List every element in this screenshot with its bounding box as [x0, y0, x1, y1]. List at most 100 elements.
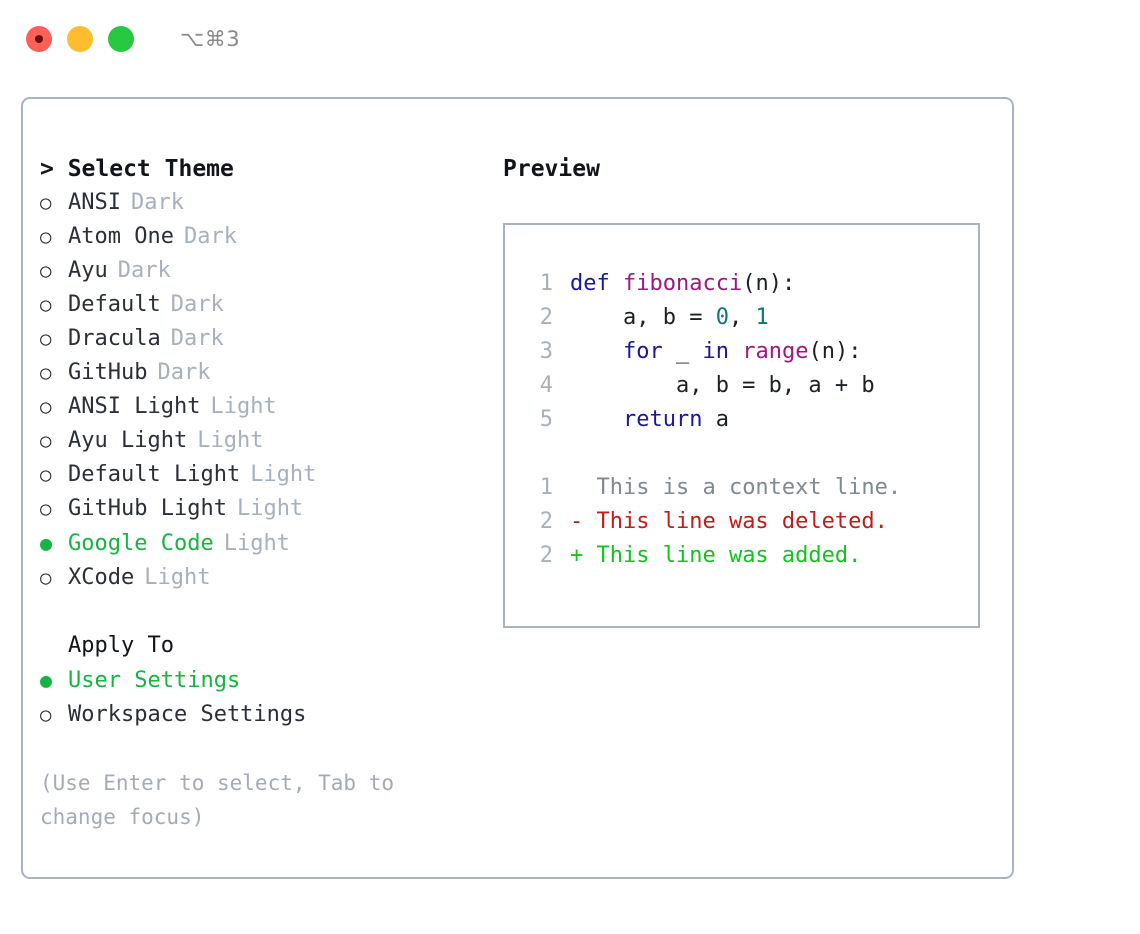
- code-token-pln: a, b = b, a + b: [570, 373, 875, 398]
- apply-to-header: Apply To: [68, 633, 174, 658]
- code-line-text: a, b = 0, 1: [553, 301, 769, 335]
- theme-option-variant: Dark: [170, 292, 224, 317]
- code-token-pln: a, b =: [570, 305, 716, 330]
- apply-to-option-name: Workspace Settings: [68, 702, 307, 727]
- radio-unselected-icon: ○: [40, 704, 52, 726]
- line-number: 2: [539, 543, 553, 568]
- code-token-pln: ,: [728, 305, 756, 330]
- line-number: 5: [539, 407, 553, 432]
- theme-option-name: Dracula: [68, 326, 161, 351]
- code-token-pln: (n):: [742, 271, 796, 296]
- apply-to-option-workspace-settings[interactable]: ○ Workspace Settings: [40, 698, 480, 732]
- diff-body: This line was added.: [583, 543, 862, 568]
- select-theme-header: > Select Theme: [40, 156, 234, 182]
- maximize-button[interactable]: [108, 26, 134, 52]
- theme-option-variant: Dark: [130, 190, 184, 215]
- window-controls: [26, 26, 134, 52]
- theme-option-variant: Light: [223, 531, 290, 556]
- code-token-pln: _: [662, 339, 703, 364]
- diff-line-add: 2+ This line was added.: [505, 539, 978, 573]
- theme-option-variant: Light: [250, 462, 317, 487]
- radio-unselected-icon: ○: [40, 498, 52, 520]
- diff-marker: +: [570, 543, 584, 568]
- keyboard-shortcut-label: ⌥⌘3: [180, 27, 241, 51]
- theme-option-name: GitHub Light: [68, 496, 227, 521]
- radio-unselected-icon: ○: [40, 226, 52, 248]
- code-token-num: 0: [715, 305, 729, 330]
- minimize-button[interactable]: [67, 26, 93, 52]
- radio-unselected-icon: ○: [40, 464, 52, 486]
- preview-title: Preview: [503, 156, 600, 182]
- code-token-pln: [570, 339, 623, 364]
- theme-option-variant: Dark: [170, 326, 224, 351]
- close-button[interactable]: [26, 26, 52, 52]
- theme-option-dracula[interactable]: ○ Dracula Dark: [40, 322, 480, 356]
- code-line-text: return a: [553, 403, 729, 437]
- theme-option-variant: Light: [197, 428, 264, 453]
- code-line: 3 for _ in range(n):: [505, 335, 978, 369]
- theme-option-name: ANSI Light: [68, 394, 201, 419]
- radio-selected-icon: ●: [40, 668, 53, 692]
- list-spacer: [40, 595, 480, 629]
- code-line-text: for _ in range(n):: [553, 335, 861, 369]
- code-token-pln: (n):: [808, 339, 862, 364]
- code-line: 5 return a: [505, 403, 978, 437]
- theme-option-default[interactable]: ○ Default Dark: [40, 288, 480, 322]
- code-diff-separator: [505, 437, 978, 471]
- radio-unselected-icon: ○: [40, 396, 52, 418]
- window-titlebar: ⌥⌘3: [0, 0, 1140, 78]
- code-token-fn: fibonacci: [623, 271, 743, 296]
- diff-line-text: - This line was deleted.: [553, 505, 888, 539]
- theme-option-name: Atom One: [68, 224, 174, 249]
- line-number: 2: [539, 509, 553, 534]
- line-number: 1: [539, 271, 553, 296]
- apply-to-option-list: ● User Settings ○ Workspace Settings: [40, 663, 480, 732]
- theme-option-ansi[interactable]: ○ ANSI Dark: [40, 186, 480, 220]
- diff-sample: 1 This is a context line. 2- This line wa…: [505, 471, 978, 573]
- theme-option-name: ANSI: [68, 190, 121, 215]
- code-line-text: def fibonacci(n):: [553, 267, 795, 301]
- diff-marker: [570, 475, 583, 500]
- theme-option-github-light[interactable]: ○ GitHub Light Light: [40, 492, 480, 526]
- code-token-pln: [610, 271, 623, 296]
- code-token-kw: def: [570, 271, 610, 296]
- apply-to-option-user-settings[interactable]: ● User Settings: [40, 663, 480, 698]
- radio-unselected-icon: ○: [40, 362, 52, 384]
- diff-line-text: + This line was added.: [553, 539, 861, 573]
- code-token-pln: [570, 407, 623, 432]
- theme-option-variant: Light: [236, 496, 304, 521]
- keyboard-hint-text: (Use Enter to select, Tab to change focu…: [40, 771, 395, 829]
- code-token-pln: a: [702, 407, 729, 432]
- diff-line-text: This is a context line.: [553, 471, 901, 505]
- line-number: 4: [539, 373, 553, 398]
- apply-to-option-name: User Settings: [68, 668, 241, 693]
- radio-unselected-icon: ○: [40, 192, 52, 214]
- code-token-fn: range: [742, 339, 809, 364]
- theme-option-variant: Dark: [157, 360, 211, 385]
- theme-option-name: Ayu Light: [68, 428, 188, 453]
- line-number: 3: [539, 339, 553, 364]
- diff-line-ctx: 1 This is a context line.: [505, 471, 978, 505]
- radio-unselected-icon: ○: [40, 260, 52, 282]
- radio-unselected-icon: ○: [40, 328, 52, 350]
- code-line-text: a, b = b, a + b: [553, 369, 875, 403]
- radio-unselected-icon: ○: [40, 294, 52, 316]
- diff-body: This line was deleted.: [583, 509, 888, 534]
- theme-option-name: Default: [68, 292, 161, 317]
